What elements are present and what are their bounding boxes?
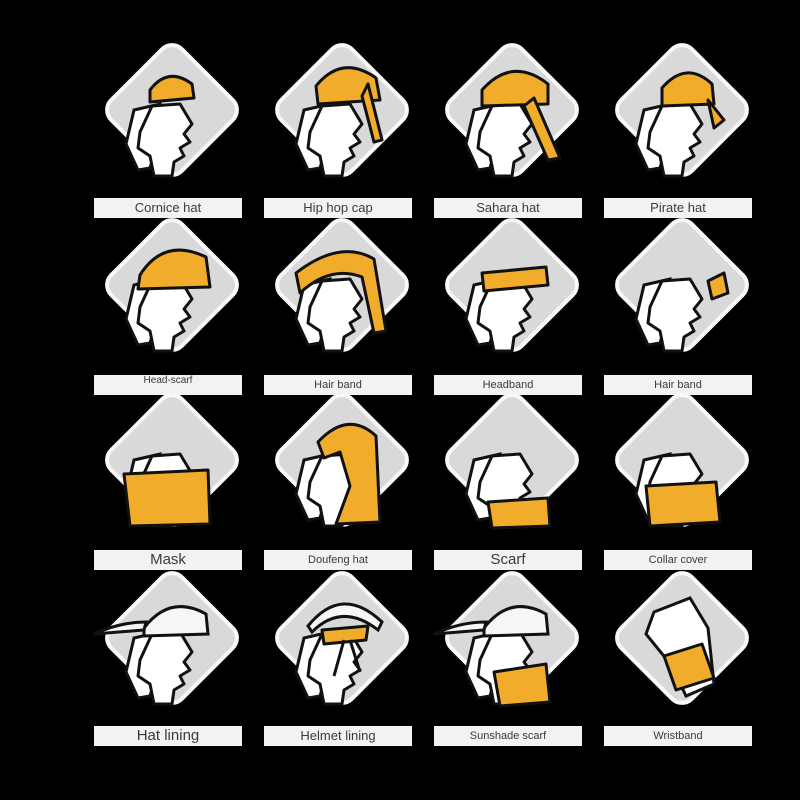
accessory-fabric xyxy=(492,662,552,708)
head-profile-icon xyxy=(136,630,194,706)
cap-brim-icon xyxy=(93,620,148,636)
accessory-fabric xyxy=(480,265,550,293)
style-label: Headband xyxy=(434,375,582,395)
accessory-fabric xyxy=(660,71,716,108)
style-tile: Headband xyxy=(420,215,596,395)
style-tile: Wristband xyxy=(590,568,766,746)
pirate-hat-icon xyxy=(615,43,749,178)
accessory-fabric xyxy=(706,98,726,130)
accessory-fabric xyxy=(122,468,212,528)
style-label: Pirate hat xyxy=(604,198,752,218)
head-profile-icon xyxy=(306,102,364,178)
head-profile-icon xyxy=(646,102,704,178)
style-tile: Mask xyxy=(80,390,256,570)
style-tile: Collar cover xyxy=(590,390,766,570)
style-tile: Doufeng hat xyxy=(250,390,426,570)
style-label: Collar cover xyxy=(604,550,752,570)
accessory-fabric xyxy=(320,624,370,646)
style-tile: Sunshade scarf xyxy=(420,568,596,746)
style-label: Sunshade scarf xyxy=(434,726,582,746)
style-tile: Scarf xyxy=(420,390,596,570)
hair-band-back-icon xyxy=(615,218,749,353)
helmet-shell-icon xyxy=(306,602,384,635)
helmet-lining-icon xyxy=(275,571,409,706)
head-profile-icon xyxy=(476,277,534,353)
hip-hop-cap-icon xyxy=(275,43,409,178)
head-profile-icon xyxy=(646,277,704,353)
accessory-fabric xyxy=(294,250,388,335)
style-tile: Helmet lining xyxy=(250,568,426,746)
wristband-icon xyxy=(615,571,749,705)
helmet-strap-icon xyxy=(332,639,362,677)
cornice-hat-icon xyxy=(105,43,239,178)
mask-icon xyxy=(105,393,239,528)
accessory-fabric xyxy=(522,96,562,162)
style-label: Helmet lining xyxy=(264,726,412,746)
style-tile: Hair band xyxy=(590,215,766,395)
style-tile: Pirate hat xyxy=(590,40,766,218)
head-profile-icon xyxy=(136,277,194,353)
style-label: Scarf xyxy=(434,550,582,570)
cap-crown-icon xyxy=(142,605,210,638)
accessory-fabric xyxy=(706,271,730,301)
head-profile-icon xyxy=(476,102,534,178)
collar-cover-icon xyxy=(615,393,749,528)
accessory-fabric xyxy=(148,74,196,104)
cap-brim-icon xyxy=(433,620,488,636)
accessory-fabric xyxy=(486,496,552,530)
head-profile-icon xyxy=(136,102,194,178)
style-tile: Hat lining xyxy=(80,568,256,746)
style-label: Wristband xyxy=(604,726,752,746)
style-tile: Hair band xyxy=(250,215,426,395)
style-label: Cornice hat xyxy=(94,198,242,218)
head-scarf-icon xyxy=(105,218,239,353)
headband-icon xyxy=(445,218,579,353)
cap-crown-icon xyxy=(482,605,550,638)
accessory-fabric xyxy=(360,82,384,144)
style-tile: Hip hop cap xyxy=(250,40,426,218)
hat-lining-icon xyxy=(93,571,239,706)
style-tile: Sahara hat xyxy=(420,40,596,218)
sunshade-scarf-icon xyxy=(433,571,579,708)
accessory-fabric xyxy=(316,422,382,526)
scarf-icon xyxy=(445,393,579,530)
sahara-hat-icon xyxy=(445,43,579,178)
style-label: Hip hop cap xyxy=(264,198,412,218)
accessory-fabric xyxy=(480,70,550,108)
style-tile: Head-scarf xyxy=(80,215,256,395)
style-label: Hair band xyxy=(264,375,412,395)
accessory-fabric xyxy=(136,248,212,291)
style-label: Hair band xyxy=(604,375,752,395)
doufeng-hat-icon xyxy=(275,393,409,528)
style-label: Head-scarf xyxy=(94,375,242,395)
accessory-fabric xyxy=(662,642,716,692)
style-label: Doufeng hat xyxy=(264,550,412,570)
style-label: Sahara hat xyxy=(434,198,582,218)
accessory-fabric xyxy=(644,480,722,528)
style-tile: Cornice hat xyxy=(80,40,256,218)
head-profile-icon xyxy=(306,277,364,353)
style-label: Mask xyxy=(94,550,242,570)
hair-band-icon xyxy=(275,218,409,353)
style-label: Hat lining xyxy=(94,726,242,746)
